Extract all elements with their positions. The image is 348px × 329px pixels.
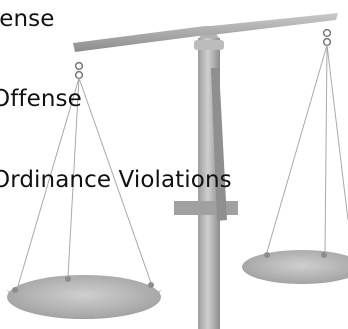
left-pan-hook-3 (148, 282, 154, 288)
scale-beam (73, 13, 338, 52)
right-hook-lower-icon (322, 37, 332, 47)
right-pan-hook-2 (321, 252, 327, 258)
right-pan (242, 250, 348, 284)
right-pan-hook-1 (264, 252, 270, 258)
ordinance-violations-text: Ordinance Violations (0, 167, 232, 193)
scale-pointer (211, 68, 227, 221)
scale-center-joint (194, 40, 224, 50)
left-pan (7, 275, 161, 319)
left-chains (17, 77, 152, 287)
left-hook-lower-icon (74, 70, 84, 80)
left-pan-hook-2 (65, 276, 71, 282)
scale-bracket (174, 201, 238, 215)
right-chains (266, 44, 348, 253)
offense-text: Offense (0, 86, 82, 112)
left-pan-hook-1 (12, 287, 18, 293)
offense-text-fragment: fense (0, 6, 55, 32)
left-hook-icon (74, 61, 84, 71)
right-hook-icon (322, 28, 332, 38)
